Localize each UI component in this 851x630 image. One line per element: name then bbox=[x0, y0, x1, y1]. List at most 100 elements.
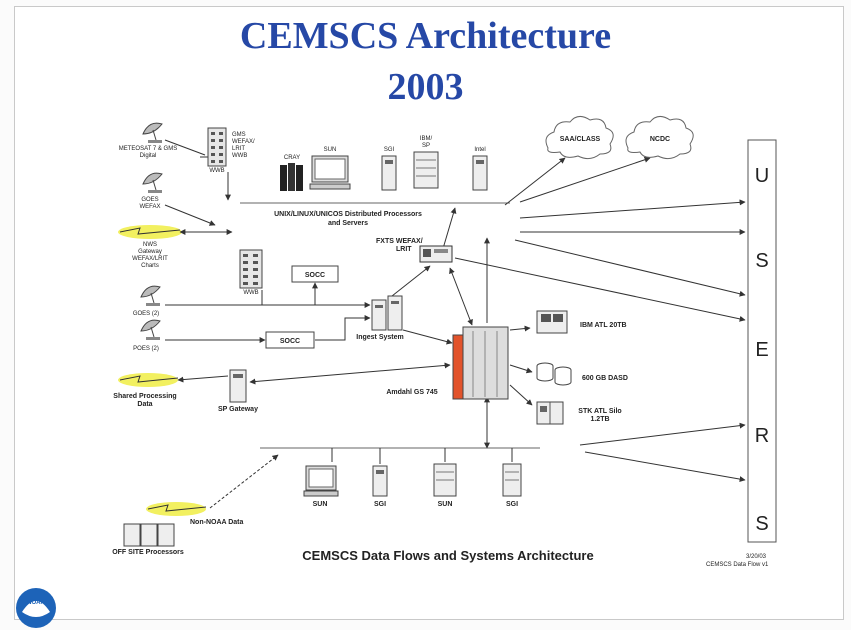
fxts-device-icon bbox=[419, 245, 453, 263]
satellite-dish-icons bbox=[140, 122, 163, 340]
cray-icon bbox=[280, 163, 303, 191]
tower-icon bbox=[472, 155, 488, 191]
sp-gateway-icon bbox=[229, 369, 247, 403]
monitor-icon bbox=[303, 465, 339, 497]
sgi-top-label: SGI bbox=[384, 147, 395, 153]
connector bbox=[519, 199, 746, 219]
stk-label-2: 1.2TB bbox=[590, 416, 609, 423]
noaa-logo-text: NOAA bbox=[27, 600, 45, 606]
shared-label: Shared Processing bbox=[113, 393, 176, 400]
connector bbox=[441, 207, 457, 253]
connector bbox=[249, 362, 451, 385]
title-line-1: CEMSCS Architecture bbox=[239, 15, 612, 57]
sun-bottom-2-label: SUN bbox=[438, 501, 453, 508]
connector bbox=[402, 329, 453, 345]
socc-bottom-label: SOCC bbox=[280, 338, 300, 345]
users-letter-s2: S bbox=[755, 513, 768, 535]
unix-bus-label-2: and Servers bbox=[328, 220, 368, 227]
server-icon bbox=[433, 463, 457, 497]
satellite-dish-icon bbox=[142, 122, 163, 143]
users-bar bbox=[747, 139, 777, 543]
connector bbox=[509, 325, 531, 332]
sp-gateway-label: SP Gateway bbox=[218, 406, 258, 413]
connector bbox=[454, 257, 746, 322]
shared-label-2: Data bbox=[137, 401, 152, 408]
amdahl-label: Amdahl GS 745 bbox=[386, 389, 437, 396]
satellite-dish-icon bbox=[140, 285, 161, 306]
tower-icon bbox=[381, 155, 397, 191]
satellite-dish-icon bbox=[140, 319, 161, 340]
connector bbox=[579, 422, 746, 446]
server-icon bbox=[413, 151, 439, 189]
goes-wefax-label: GOES bbox=[141, 197, 158, 203]
nws-label-3: WEFAX/LRIT bbox=[132, 256, 168, 262]
lightning-icon bbox=[119, 375, 179, 383]
diagram-caption: CEMSCS Data Flows and Systems Architectu… bbox=[302, 548, 593, 563]
sun-top-label: SUN bbox=[324, 147, 337, 153]
gms-label-3: LRIT bbox=[232, 146, 245, 152]
offsite-processors-icon bbox=[123, 523, 175, 547]
fxts-label-2: LRIT bbox=[396, 246, 412, 253]
fxts-label: FXTS WEFAX/ bbox=[376, 238, 423, 245]
bottom-computers bbox=[303, 463, 522, 497]
goes-wefax-label-2: WEFAX bbox=[139, 204, 160, 210]
title-line-2: 2003 bbox=[387, 66, 464, 108]
ibm-label-2: SP bbox=[422, 143, 430, 149]
dasd-icon bbox=[536, 362, 572, 386]
wwb-mid-label: WWB bbox=[243, 290, 258, 296]
nws-label-2: Gateway bbox=[138, 249, 162, 255]
connector bbox=[584, 451, 746, 483]
meteosat-label-2: Digital bbox=[140, 153, 157, 159]
users-letter-u: U bbox=[755, 165, 769, 187]
sgi-bottom-1-label: SGI bbox=[374, 501, 386, 508]
wwb-top-label: WWB bbox=[209, 168, 224, 174]
lightning-icon bbox=[119, 227, 181, 235]
gms-label-2: WEFAX/ bbox=[232, 139, 255, 145]
connector bbox=[164, 204, 216, 226]
footnote-date: 3/20/03 bbox=[746, 554, 767, 560]
connector bbox=[509, 384, 533, 406]
nws-highlight bbox=[118, 225, 182, 239]
goes2-label: GOES (2) bbox=[133, 311, 159, 317]
nonnoaa-label: Non-NOAA Data bbox=[190, 519, 244, 526]
building-icon bbox=[207, 127, 227, 167]
connector bbox=[509, 364, 533, 374]
socc-top-label: SOCC bbox=[305, 272, 325, 279]
ncdc-label: NCDC bbox=[650, 136, 670, 143]
gms-label-4: WWB bbox=[232, 153, 247, 159]
connection-lines bbox=[164, 139, 746, 509]
monitor-icon bbox=[309, 155, 351, 190]
ibm-label: IBM/ bbox=[420, 136, 433, 142]
nws-label: NWS bbox=[143, 242, 157, 248]
gms-label: GMS bbox=[232, 132, 246, 138]
ibm-atl-icon bbox=[536, 310, 568, 334]
dasd-label: 600 GB DASD bbox=[582, 375, 628, 382]
saa-class-cloud-icon bbox=[545, 116, 614, 160]
top-computers bbox=[280, 151, 488, 191]
highlight-bands bbox=[118, 225, 206, 516]
tower-icon bbox=[372, 465, 388, 497]
lightning-icon bbox=[147, 504, 207, 512]
intel-label: Intel bbox=[474, 147, 485, 153]
shared-highlight bbox=[118, 373, 178, 387]
noaa-logo: NOAA bbox=[16, 588, 56, 628]
offsite-label: OFF SITE Processors bbox=[112, 549, 184, 556]
connector bbox=[514, 239, 746, 297]
cray-label: CRAY bbox=[284, 155, 300, 161]
nws-label-4: Charts bbox=[141, 263, 159, 269]
ingest-label: Ingest System bbox=[356, 334, 403, 341]
unix-bus-label: UNIX/LINUX/UNICOS Distributed Processors bbox=[274, 211, 422, 218]
sgi-bottom-2-label: SGI bbox=[506, 501, 518, 508]
ncdc-cloud-icon bbox=[625, 116, 694, 160]
connector bbox=[449, 267, 473, 326]
noaa-logo-gull bbox=[22, 601, 50, 617]
connector bbox=[177, 375, 229, 383]
ingest-system-icon bbox=[371, 295, 403, 331]
server-icon bbox=[502, 463, 522, 497]
amdahl-mainframe-icon bbox=[452, 326, 509, 400]
footnote-name: CEMSCS Data Flow v1 bbox=[706, 562, 769, 568]
users-letter-s1: S bbox=[755, 250, 768, 272]
saa-class-label: SAA/CLASS bbox=[560, 136, 601, 143]
